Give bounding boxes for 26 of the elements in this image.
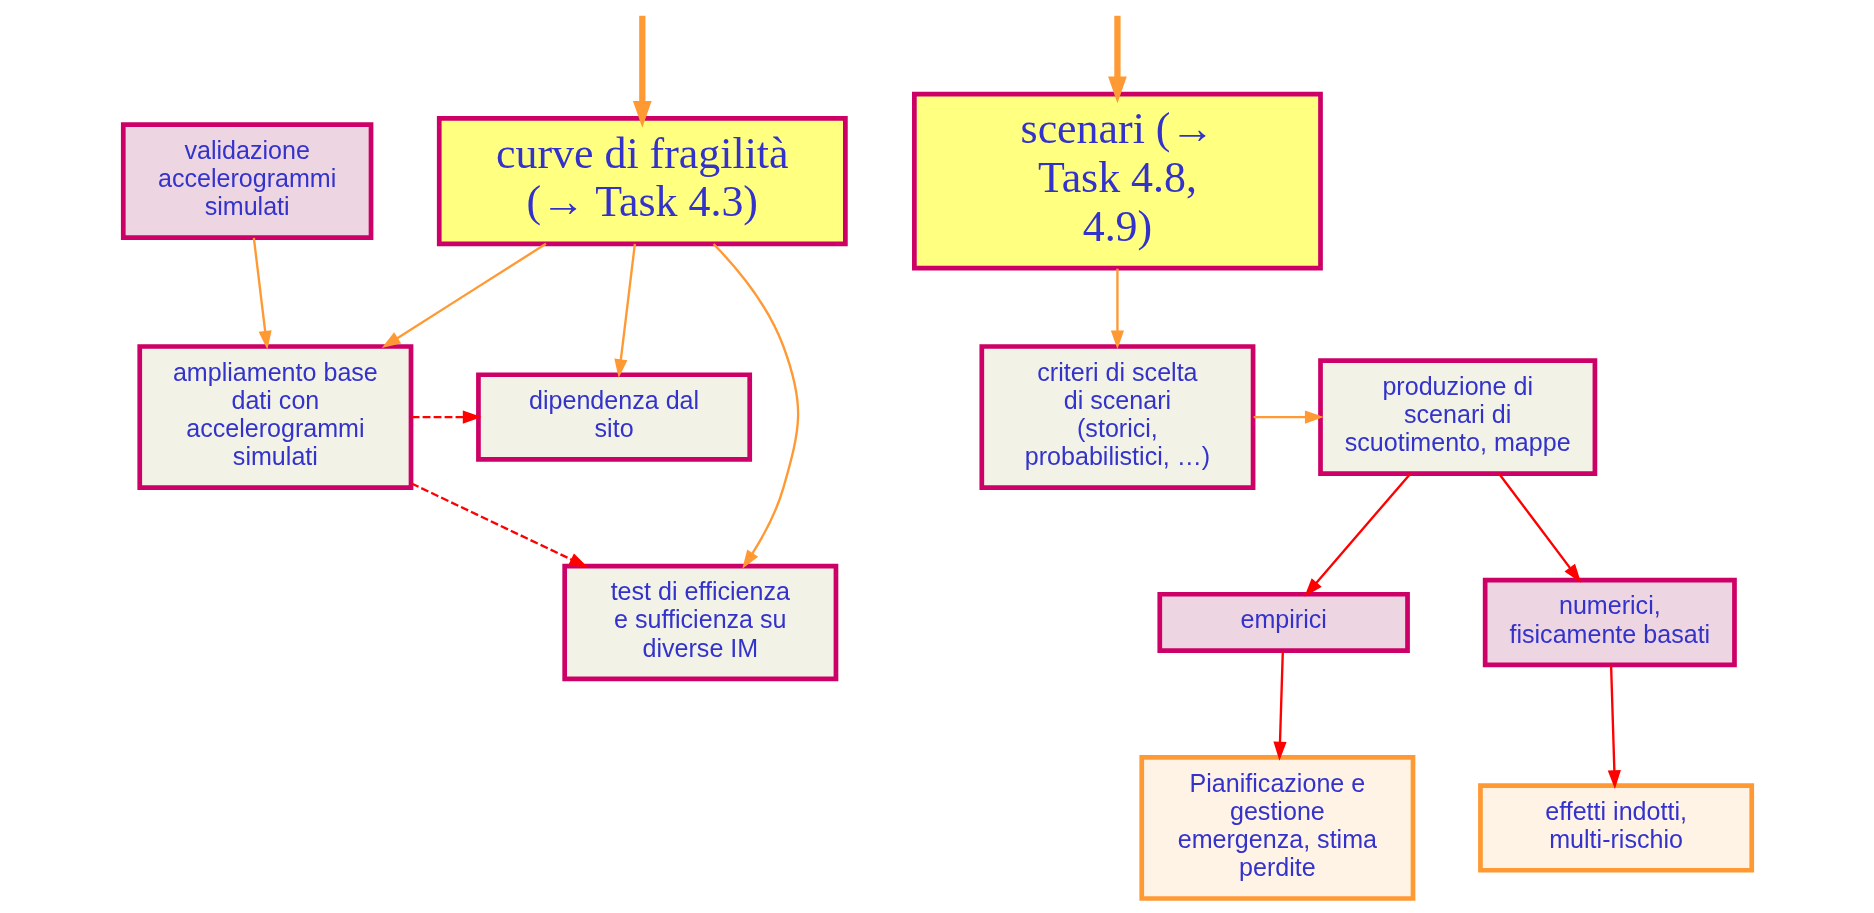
node-box: Pianificazione e gestione emergenza, stima perdite [1138, 755, 1415, 901]
arrow [252, 237, 272, 350]
node-box: curve di fragilità (→ Task 4.3) [436, 116, 848, 247]
node-box: criteri di scelta di scenari (storici, probabilistici, …) [978, 344, 1255, 490]
node-box: effetti indotti, multi-rischio [1477, 783, 1754, 873]
arrow [1107, 15, 1127, 104]
arrow [613, 243, 636, 379]
node-box: ampliamento base dati con accelerogrammi simulati [136, 344, 413, 490]
arrow [381, 242, 547, 349]
node-box: numerici, fisicamente basati [1482, 577, 1737, 668]
arrow [1607, 664, 1621, 790]
arrow [410, 482, 588, 568]
node-box: empirici [1156, 591, 1410, 654]
node-box: scenari (→ Task 4.8, 4.9) [911, 91, 1323, 271]
node-box: test di efficienza e sufficienza su diverse IM [561, 563, 838, 682]
arrow [1110, 268, 1124, 350]
arrow [712, 243, 799, 569]
arrow [1303, 473, 1411, 597]
arrow [1272, 650, 1287, 761]
arrow [632, 15, 652, 128]
node-box: validazione accelerogrammi simulati [120, 122, 373, 240]
arrow [1497, 473, 1581, 583]
node-box: dipendenza dal sito [475, 372, 752, 462]
arrow [411, 410, 482, 424]
arrow [1253, 410, 1324, 424]
node-box: produzione di scenari di scuotimento, mappe [1317, 358, 1597, 476]
